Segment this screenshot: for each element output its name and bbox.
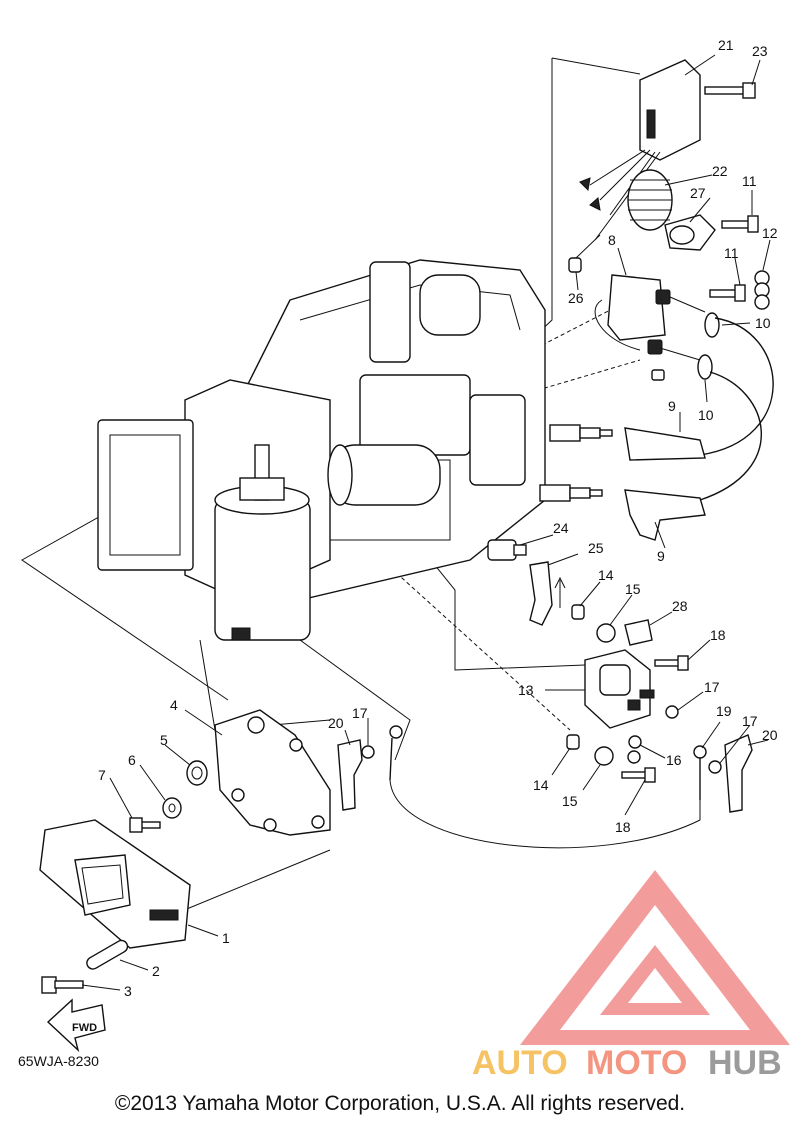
bolt-11-upper <box>721 215 759 233</box>
callout-26: 26 <box>568 290 584 306</box>
callout-17: 17 <box>352 705 368 721</box>
protector-22 <box>627 169 673 231</box>
collar-14 <box>566 604 585 750</box>
cdi-unit-1 <box>39 819 191 949</box>
bolt-18 <box>621 655 689 783</box>
thermoswitch-24 <box>487 539 527 561</box>
starter-relay-13 <box>584 649 655 729</box>
callout-21: 21 <box>718 37 734 53</box>
callout-13: 13 <box>518 682 534 698</box>
callout-23: 23 <box>752 43 768 59</box>
bolt-23 <box>704 82 756 99</box>
bolt-11-lower <box>709 284 746 302</box>
collar-6 <box>162 797 182 819</box>
fwd-arrow-icon: FWD <box>46 998 106 1053</box>
battery-terminal <box>389 725 403 781</box>
callout-2: 2 <box>152 963 160 979</box>
fwd-label: FWD <box>72 1022 97 1034</box>
cap-28 <box>624 619 653 646</box>
callout-1: 1 <box>222 930 230 946</box>
callout-6: 6 <box>128 752 136 768</box>
callout-7: 7 <box>98 767 106 783</box>
callout-20: 20 <box>328 715 344 731</box>
callout-18: 18 <box>710 627 726 643</box>
callout-5: 5 <box>160 732 168 748</box>
callout-4: 4 <box>170 697 178 713</box>
high-tension-lead-9 <box>624 317 774 541</box>
ignition-coil-8 <box>594 274 706 381</box>
callout-18: 18 <box>615 819 631 835</box>
terminal-26 <box>568 234 601 273</box>
grommet-5 <box>186 760 208 786</box>
watermark-text-hub: HUB <box>708 1044 782 1082</box>
callout-24: 24 <box>553 520 569 536</box>
copyright-notice: ©2013 Yamaha Motor Corporation, U.S.A. A… <box>114 1092 686 1115</box>
watermark-text-moto: MOTO <box>586 1044 687 1082</box>
callout-14: 14 <box>598 567 614 583</box>
starter-relay-body <box>327 444 441 506</box>
spark-plugs <box>539 424 613 502</box>
plate-4 <box>214 709 331 836</box>
leader-lines <box>81 54 771 991</box>
callout-8: 8 <box>608 232 616 248</box>
callout-27: 27 <box>690 185 706 201</box>
callout-numbers: 21 23 22 11 27 8 12 11 26 10 10 9 9 24 2… <box>98 37 778 999</box>
callout-17: 17 <box>704 679 720 695</box>
callout-22: 22 <box>712 163 728 179</box>
bolt-7 <box>129 817 161 833</box>
callout-15: 15 <box>562 793 578 809</box>
cap-25 <box>529 561 566 626</box>
callout-15: 15 <box>625 581 641 597</box>
plug-cap-10 <box>697 312 720 380</box>
callout-11: 11 <box>724 245 739 261</box>
callout-17: 17 <box>742 713 758 729</box>
callout-10: 10 <box>698 407 714 423</box>
bolt-3 <box>41 976 84 994</box>
collar-2 <box>86 939 129 970</box>
callout-9: 9 <box>657 548 665 564</box>
starter-motor <box>214 444 311 641</box>
nut-16-17 <box>361 705 722 774</box>
callout-25: 25 <box>588 540 604 556</box>
callout-12: 12 <box>762 225 778 241</box>
callout-10: 10 <box>755 315 771 331</box>
callout-9: 9 <box>668 398 676 414</box>
callout-11: 11 <box>742 173 757 189</box>
callout-3: 3 <box>124 983 132 999</box>
grommet-12 <box>754 270 770 310</box>
terminal-19 <box>693 745 707 800</box>
grommet-15 <box>594 623 616 766</box>
callout-14: 14 <box>533 777 549 793</box>
callout-20: 20 <box>762 727 778 743</box>
callout-16: 16 <box>666 752 682 768</box>
engine-block <box>97 259 546 601</box>
diagram-code: 65WJA-8230 <box>18 1053 99 1069</box>
callout-19: 19 <box>716 703 732 719</box>
clamp-27 <box>664 214 716 251</box>
boot-20 <box>337 734 753 813</box>
callout-28: 28 <box>672 598 688 614</box>
ignition-module-21 <box>579 59 701 241</box>
watermark-logo: AUTO MOTO HUB <box>472 870 790 1082</box>
watermark-text-auto: AUTO <box>472 1044 568 1082</box>
